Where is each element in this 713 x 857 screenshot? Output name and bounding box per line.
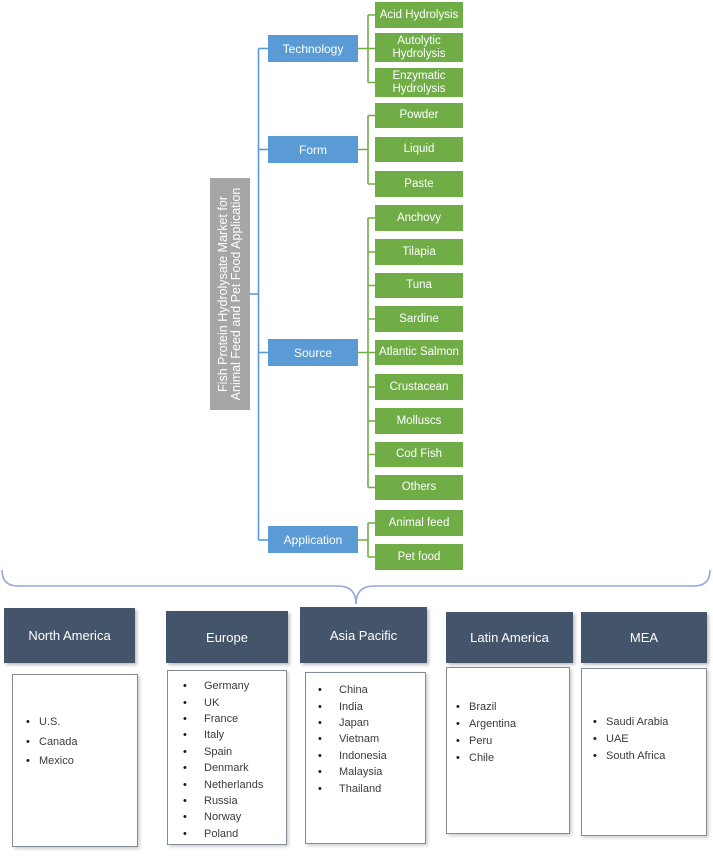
category-application: Application bbox=[268, 526, 358, 553]
list-item: Canada bbox=[26, 732, 131, 752]
segment-liquid: Liquid bbox=[375, 137, 463, 162]
region-header-europe: Europe bbox=[166, 611, 288, 663]
list-item: Netherlands bbox=[183, 776, 283, 792]
list-item: UAE bbox=[593, 730, 703, 747]
list-item: Malaysia bbox=[318, 764, 418, 780]
list-item: Italy bbox=[183, 727, 283, 743]
segment-cod-fish: Cod Fish bbox=[375, 442, 463, 467]
segment-anchovy: Anchovy bbox=[375, 205, 463, 231]
list-item: Thailand bbox=[318, 780, 418, 796]
list-item: Peru bbox=[456, 732, 566, 749]
category-technology: Technology bbox=[268, 35, 358, 62]
list-item: Denmark bbox=[183, 760, 283, 776]
segment-crustacean: Crustacean bbox=[375, 374, 463, 400]
segment-animal-feed: Animal feed bbox=[375, 510, 463, 536]
segment-others: Others bbox=[375, 475, 463, 500]
list-item: Norway bbox=[183, 809, 283, 825]
segment-pet-food: Pet food bbox=[375, 544, 463, 570]
segment-paste: Paste bbox=[375, 171, 463, 197]
leaf-connectors bbox=[358, 14, 375, 558]
region-header-north-america: North America bbox=[4, 608, 135, 663]
country-list-mea: Saudi Arabia UAE South Africa bbox=[593, 713, 703, 765]
list-item: Indonesia bbox=[318, 748, 418, 764]
list-item: Japan bbox=[318, 715, 418, 731]
list-item: Vietnam bbox=[318, 731, 418, 747]
category-form: Form bbox=[268, 136, 358, 163]
segment-enzymatic-hydrolysis: Enzymatic Hydrolysis bbox=[375, 68, 463, 97]
list-item: Russia bbox=[183, 793, 283, 809]
segment-atlantic-salmon: Atlantic Salmon bbox=[375, 340, 463, 365]
root-title: Fish Protein Hydrolysate Market for Anim… bbox=[215, 187, 244, 401]
list-item: Spain bbox=[183, 744, 283, 760]
list-item: Brazil bbox=[456, 698, 566, 715]
list-item: China bbox=[318, 682, 418, 698]
list-item: Germany bbox=[183, 678, 283, 694]
list-item: Chile bbox=[456, 750, 566, 767]
segment-tuna: Tuna bbox=[375, 273, 463, 298]
country-list-asia-pacific: China India Japan Vietnam Indonesia Mala… bbox=[318, 682, 418, 797]
region-header-mea: MEA bbox=[581, 612, 707, 663]
country-list-europe: Germany UK France Italy Spain Denmark Ne… bbox=[183, 678, 283, 842]
brace bbox=[1, 569, 711, 605]
list-item: Saudi Arabia bbox=[593, 713, 703, 730]
country-list-north-america: U.S. Canada Mexico bbox=[26, 712, 131, 771]
list-item: Poland bbox=[183, 826, 283, 842]
country-list-latin-america: Brazil Argentina Peru Chile bbox=[456, 698, 566, 767]
region-header-latin-america: Latin America bbox=[446, 612, 573, 663]
list-item: Argentina bbox=[456, 715, 566, 732]
list-item: South Africa bbox=[593, 747, 703, 764]
list-item: U.S. bbox=[26, 712, 131, 732]
list-item: Mexico bbox=[26, 752, 131, 772]
root-node bbox=[210, 178, 250, 410]
list-item: UK bbox=[183, 694, 283, 710]
segment-acid-hydrolysis: Acid Hydrolysis bbox=[375, 2, 463, 28]
segment-powder: Powder bbox=[375, 103, 463, 128]
segment-molluscs: Molluscs bbox=[375, 408, 463, 434]
segment-autolytic-hydrolysis: Autolytic Hydrolysis bbox=[375, 33, 463, 62]
region-header-asia-pacific: Asia Pacific bbox=[300, 607, 427, 663]
list-item: India bbox=[318, 698, 418, 714]
list-item: France bbox=[183, 711, 283, 727]
category-source: Source bbox=[268, 339, 358, 366]
segment-tilapia: Tilapia bbox=[375, 239, 463, 265]
segment-sardine: Sardine bbox=[375, 306, 463, 332]
